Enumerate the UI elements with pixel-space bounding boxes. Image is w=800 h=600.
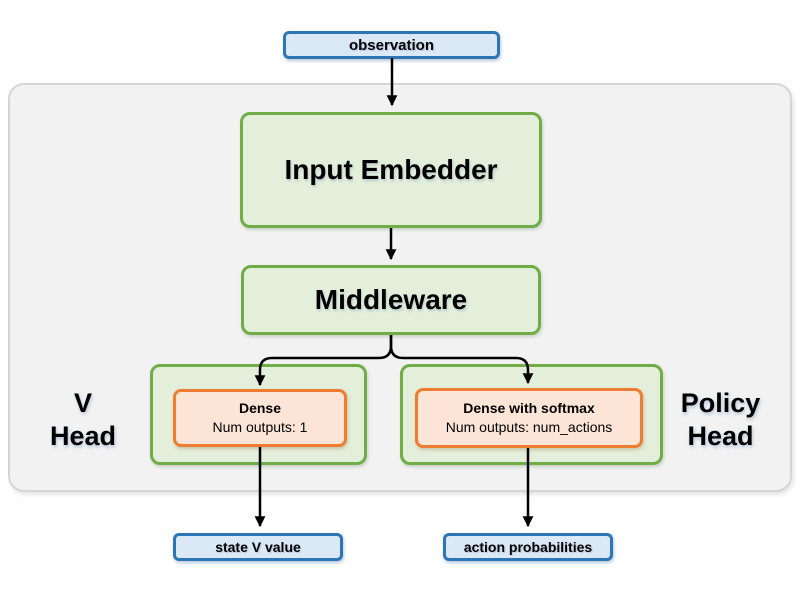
v-head-dense-layer: Dense Num outputs: 1 (173, 389, 347, 447)
policy-head-label-line1: Policy (680, 388, 761, 419)
input-embedder-node: Input Embedder (240, 112, 542, 228)
state-v-value-node: state V value (173, 533, 343, 561)
policy-head-dense-layer: Dense with softmax Num outputs: num_acti… (415, 388, 643, 448)
policy-head-dense-title: Dense with softmax (463, 400, 595, 417)
policy-head-label: Policy Head (663, 378, 778, 462)
observation-node: observation (283, 31, 500, 59)
v-head-label-line2: Head (49, 421, 117, 451)
policy-head-dense-detail: Num outputs: num_actions (445, 419, 613, 435)
action-probabilities-node: action probabilities (443, 533, 613, 561)
middleware-node: Middleware (241, 265, 541, 335)
policy-head-label-line2: Head (687, 421, 754, 451)
v-head-dense-title: Dense (238, 400, 282, 417)
v-head-label: V Head (20, 380, 146, 460)
v-head-dense-detail: Num outputs: 1 (212, 419, 308, 435)
v-head-label-line1: V (73, 388, 92, 419)
